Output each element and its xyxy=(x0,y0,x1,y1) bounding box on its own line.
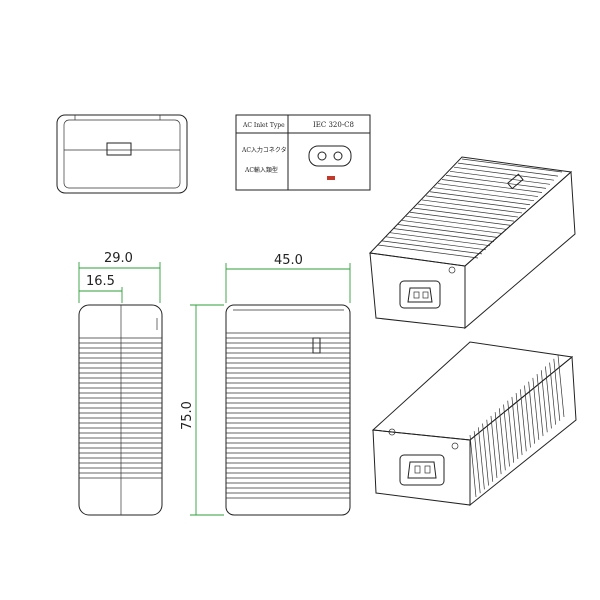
iso-rib xyxy=(389,232,491,247)
iso-rib xyxy=(545,366,552,429)
iso-rib xyxy=(515,393,523,456)
iso-rib xyxy=(417,203,519,218)
iso-rib xyxy=(532,377,540,440)
iso-rib xyxy=(473,431,481,494)
iso-rib xyxy=(393,228,495,242)
spec-table: AC Inlet Type AC入力コネクタ AC輸入類型 IEC 320-C8 xyxy=(235,114,371,191)
depth-total-label: 29.0 xyxy=(104,251,133,266)
label-model: AC輸入類型 xyxy=(244,166,278,174)
iso-rib xyxy=(524,385,531,448)
iso-rib xyxy=(425,195,527,210)
iso-rib xyxy=(461,158,563,173)
top-view-latch xyxy=(106,142,132,156)
iso-rib xyxy=(397,224,499,238)
iso-rib xyxy=(401,220,503,234)
isometric-view-bottom xyxy=(371,341,577,507)
iso-rib xyxy=(449,170,551,185)
iso-rib xyxy=(441,179,543,193)
side-dimensions: 29.0 16.5 xyxy=(78,251,161,303)
polarity-mark xyxy=(327,176,335,180)
height-label: 75.0 xyxy=(180,401,195,430)
c8-inlet-icon xyxy=(308,145,352,167)
iso-rib xyxy=(445,175,547,189)
side-view xyxy=(78,304,163,516)
iso-rib xyxy=(549,362,556,425)
iso-rib xyxy=(486,419,494,482)
iso-rib xyxy=(540,370,548,433)
iso-rib xyxy=(377,244,479,259)
front-dimensions: 45.0 75.0 xyxy=(180,253,351,516)
label-connector: AC入力コネクタ xyxy=(241,146,287,154)
iso-rib xyxy=(405,215,507,230)
iso-rib xyxy=(482,423,489,486)
iso-rib xyxy=(409,211,511,226)
iso-rib xyxy=(557,354,565,418)
iso-rib xyxy=(490,415,498,478)
iso-rib xyxy=(503,404,510,467)
depth-partial-label: 16.5 xyxy=(86,274,115,289)
iso-top-inlet xyxy=(399,280,441,309)
iso-rib xyxy=(429,191,531,206)
inlet-type-value: IEC 320-C8 xyxy=(313,121,354,129)
width-label: 45.0 xyxy=(274,253,303,268)
front-view xyxy=(225,304,351,516)
iso-rib xyxy=(381,240,483,255)
iso-bottom-inlet xyxy=(399,454,445,486)
iso-rib xyxy=(519,389,527,452)
iso-rib xyxy=(469,434,477,498)
iso-rib xyxy=(494,412,502,475)
iso-rib xyxy=(536,374,544,437)
iso-rib xyxy=(413,207,515,222)
iso-rib xyxy=(553,358,561,421)
iso-rib xyxy=(511,396,519,459)
iso-rib xyxy=(507,400,515,463)
front-view-indicator xyxy=(312,337,321,354)
label-inlet-type: AC Inlet Type xyxy=(242,122,285,129)
iso-rib xyxy=(453,166,555,181)
iso-rib xyxy=(385,236,487,251)
iso-rib xyxy=(421,199,523,214)
iso-rib xyxy=(433,187,535,202)
iso-rib xyxy=(457,162,559,177)
iso-rib xyxy=(528,381,536,444)
iso-rib xyxy=(478,427,485,490)
iso-rib xyxy=(437,183,539,197)
iso-rib xyxy=(498,408,506,471)
isometric-view-top xyxy=(368,156,576,330)
top-view xyxy=(56,114,188,194)
